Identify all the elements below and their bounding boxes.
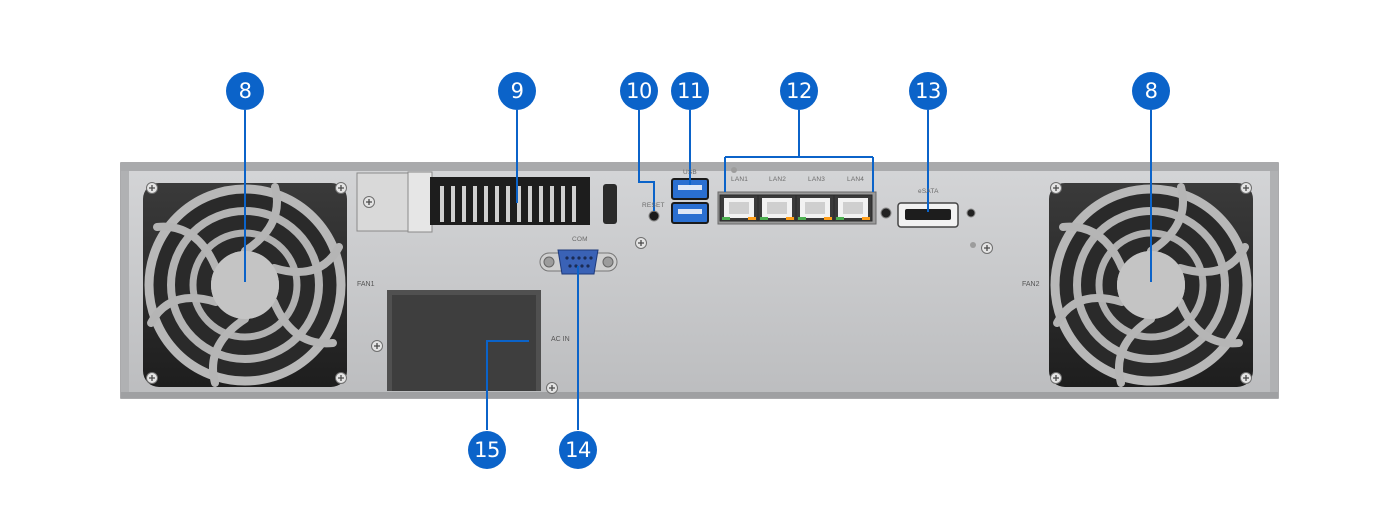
lan-ports xyxy=(717,167,892,225)
callout-reset: 10 xyxy=(620,72,658,110)
expansion-slot xyxy=(356,171,617,233)
leader-10 xyxy=(638,110,655,211)
com-port xyxy=(539,249,618,275)
esata-label: eSATA xyxy=(918,188,939,195)
lan4-label: LAN4 xyxy=(847,176,865,183)
fan1-label: FAN1 xyxy=(357,281,375,288)
callout-usb: 11 xyxy=(671,72,709,110)
callout-fan-left: 8 xyxy=(226,72,264,110)
power-inlet-bay xyxy=(370,290,559,395)
callout-fan-right: 8 xyxy=(1132,72,1170,110)
callout-esata: 13 xyxy=(909,72,947,110)
callout-lan: 12 xyxy=(780,72,818,110)
lan1-label: LAN1 xyxy=(731,176,749,183)
esata-port xyxy=(897,202,994,255)
usb-label: USB xyxy=(683,169,697,176)
callout-power: 15 xyxy=(468,431,506,469)
lan3-label: LAN3 xyxy=(808,176,826,183)
ac-in-label: AC IN xyxy=(551,336,570,343)
leader-12 xyxy=(724,110,874,192)
reset-label: RESET xyxy=(642,202,665,209)
callout-expansion-slot: 9 xyxy=(498,72,536,110)
fan2-label: FAN2 xyxy=(1022,281,1040,288)
callout-lines xyxy=(244,110,1152,430)
callout-com: 14 xyxy=(559,431,597,469)
lan2-label: LAN2 xyxy=(769,176,787,183)
leader-15 xyxy=(486,340,529,430)
com-label: COM xyxy=(572,236,588,243)
